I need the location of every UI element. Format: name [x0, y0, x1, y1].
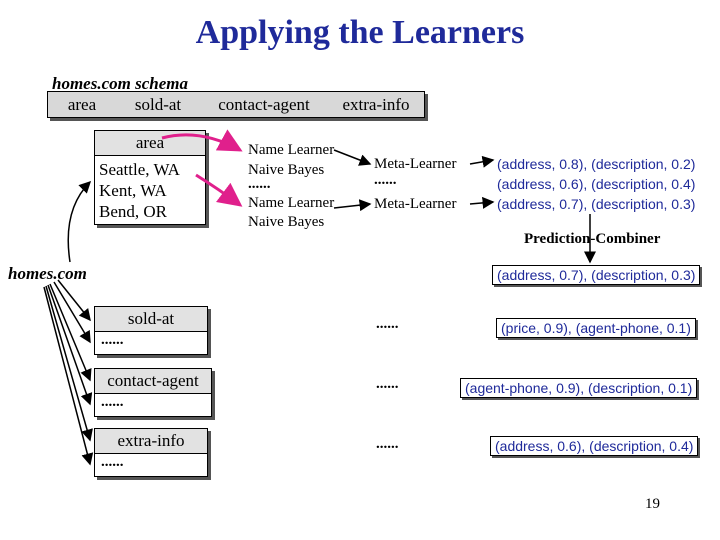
- contact-agent-prediction: (agent-phone, 0.9), (description, 0.1): [460, 378, 698, 398]
- area-value-1: Seattle, WA: [99, 160, 180, 179]
- area-box-values: Seattle, WA Kent, WA Bend, OR: [94, 155, 206, 225]
- prediction-2: (address, 0.6), (description, 0.4): [497, 176, 696, 192]
- prediction-1: (address, 0.8), (description, 0.2): [497, 156, 696, 172]
- homes-to-contact-arrow-2: [47, 284, 93, 406]
- homes-to-extra-arrow-2: [43, 286, 94, 466]
- learner-bayes-1: Naive Bayes: [248, 162, 325, 178]
- schema-header-row: area sold-at contact-agent extra-info: [47, 91, 425, 118]
- homes-to-sold-at-arrow-1: [57, 279, 91, 322]
- learner-name-2: Name Learner: [248, 195, 335, 211]
- sold-at-values: ......: [94, 331, 208, 355]
- extra-info-header: extra-info: [94, 428, 208, 454]
- homes-to-contact-arrow-1: [49, 283, 92, 382]
- learner-name-1: Name Learner: [248, 142, 335, 158]
- extra-info-values: ......: [94, 453, 208, 477]
- extra-info-dots: ......: [101, 454, 124, 470]
- meta-pred-arrow-1: [469, 155, 495, 168]
- homes-to-area-arrow: [67, 180, 92, 263]
- meta-learner-1: Meta-Learner: [374, 156, 457, 172]
- sold-at-prediction: (price, 0.9), (agent-phone, 0.1): [496, 318, 696, 338]
- sold-at-mid-dots: ......: [376, 316, 399, 332]
- learner-meta-arrow-1: [333, 149, 372, 166]
- meta-dots: ......: [374, 172, 397, 188]
- contact-agent-values: ......: [94, 393, 212, 417]
- meta-pred-arrow-2: [469, 196, 495, 209]
- homes-to-sold-at-arrow-2: [53, 281, 91, 344]
- contact-agent-dots: ......: [101, 394, 124, 410]
- source-label: homes.com: [8, 264, 87, 283]
- schema-col-extra-info: extra-info: [342, 95, 410, 114]
- schema-label: homes.com schema: [52, 74, 188, 93]
- page-number: 19: [645, 496, 660, 512]
- learner-meta-arrow-2: [333, 199, 372, 212]
- homes-to-extra-arrow-1: [45, 285, 93, 442]
- area-value-2: Kent, WA: [99, 181, 167, 200]
- contact-agent-mid-dots: ......: [376, 376, 399, 392]
- extra-info-prediction: (address, 0.6), (description, 0.4): [490, 436, 699, 456]
- learner-bayes-2: Naive Bayes: [248, 214, 325, 230]
- learner-dots: ......: [248, 176, 271, 192]
- extra-info-mid-dots: ......: [376, 436, 399, 452]
- schema-col-contact-agent: contact-agent: [218, 95, 310, 114]
- slide-title: Applying the Learners: [195, 14, 525, 51]
- meta-learner-2: Meta-Learner: [374, 196, 457, 212]
- area-value-3: Bend, OR: [99, 202, 167, 221]
- schema-col-sold-at: sold-at: [134, 95, 182, 114]
- prediction-3: (address, 0.7), (description, 0.3): [497, 196, 696, 212]
- prediction-combiner-label: Prediction-Combiner: [524, 231, 661, 247]
- sold-at-dots: ......: [101, 332, 124, 348]
- schema-col-area: area: [67, 95, 97, 114]
- area-header-arrow: [161, 129, 243, 152]
- combined-prediction: (address, 0.7), (description, 0.3): [492, 265, 701, 285]
- area-values-arrow: [195, 173, 243, 207]
